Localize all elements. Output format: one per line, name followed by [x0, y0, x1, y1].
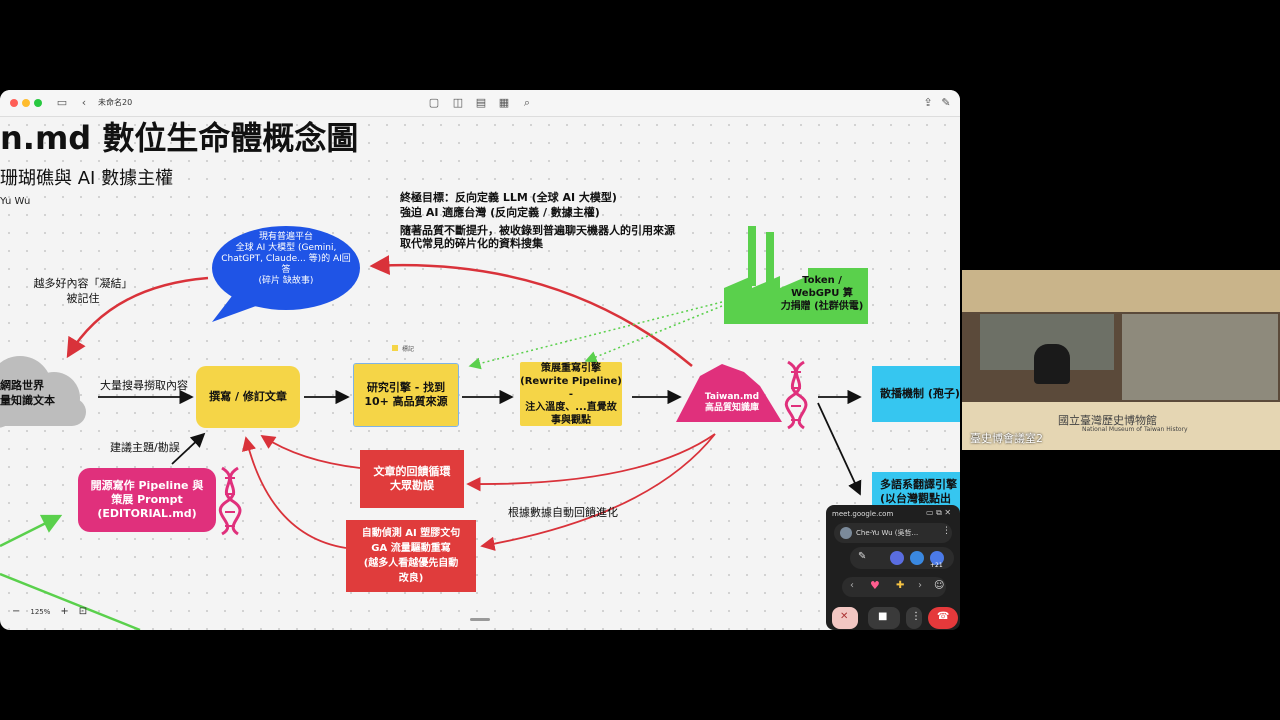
taiwan-mountain-shape — [676, 364, 782, 422]
museum-name-zh: 國立臺灣歷史博物館 — [1058, 414, 1157, 427]
camera-icon: ■ — [878, 611, 888, 622]
compute-to-research-line — [468, 301, 723, 370]
more-vert-icon[interactable]: ⋮ — [942, 526, 951, 536]
mic-muted-button[interactable]: ✕ — [832, 607, 858, 629]
taiwan-to-feedback-arrow — [466, 433, 716, 492]
chevron-right-icon[interactable]: › — [918, 580, 922, 591]
platform-bubble-text: 現有普遍平台全球 AI 大模型 (Gemini,ChatGPT, Claude.… — [221, 232, 351, 286]
sidebar-toggle-icon[interactable]: ▭ — [56, 96, 68, 109]
back-chevron-icon[interactable]: ‹ — [81, 96, 87, 109]
platform-to-web-arrow — [66, 276, 209, 359]
chevron-left-icon[interactable]: ‹ — [850, 580, 854, 591]
zoom-level: 125% — [30, 607, 51, 616]
green-arrow-in — [0, 514, 63, 548]
camera-button[interactable]: ■ — [868, 607, 900, 629]
taiwan-to-ga-arrow — [480, 433, 716, 551]
effect-avatar-2 — [910, 551, 924, 565]
feedback-to-write-arrow — [260, 435, 361, 469]
sticky-toolbar-label: 標記 — [392, 344, 414, 353]
canvas-scroll-handle[interactable] — [470, 618, 490, 621]
participant-name: Che-Yu Wu (吳哲... — [856, 529, 919, 537]
ga-to-write-arrow — [242, 436, 347, 549]
platform-bubble-shape — [212, 226, 360, 310]
participant-row[interactable]: Che-Yu Wu (吳哲... ⋮ — [834, 523, 952, 543]
web-world-label: 網路世界量知識文本 — [0, 379, 55, 407]
feedback-loop-node[interactable]: 文章的回饋循環大眾勘誤 — [360, 450, 464, 508]
edit-icon[interactable]: ✎ — [941, 96, 951, 109]
meet-pip-window: meet.google.com ▭ ⧉ ✕ Che-Yu Wu (吳哲... ⋮… — [826, 505, 960, 630]
shape-icon[interactable]: ◫ — [452, 96, 464, 109]
speaker-figure — [1034, 344, 1070, 384]
more-options-button[interactable]: ⋮ — [906, 607, 922, 629]
more-vert-icon: ⋮ — [911, 611, 921, 622]
connector-layer — [0, 226, 868, 630]
avatar — [840, 527, 852, 539]
heart-reaction-icon[interactable]: ♥ — [870, 579, 880, 592]
compute-to-rewrite-line — [584, 305, 723, 363]
condense-label: 越多好內容「凝結」被記住 — [33, 277, 133, 305]
effect-avatar-1 — [890, 551, 904, 565]
search-label: 大量搜尋撈取內容 — [100, 379, 188, 392]
quality-text: 隨著品質不斷提升，被收錄到普遍聊天機器人的引用來源取代常見的碎片化的資料搜集 — [400, 224, 675, 250]
compute-donation-label: Token /WebGPU 算力捐贈 (社群供電) — [780, 275, 864, 312]
room-label: 臺史博會議室2 — [970, 432, 1043, 445]
minimize-window-button[interactable] — [22, 99, 30, 107]
hang-up-icon: ☎ — [937, 611, 950, 622]
extra-count: +21 — [930, 562, 943, 569]
web-cloud-shape — [0, 356, 86, 428]
effects-row: ✎ +21 — [850, 547, 954, 569]
suggest-label: 建議主題/勘誤 — [110, 441, 180, 454]
share-icon[interactable]: ⇪ — [923, 96, 933, 109]
museum-name-en: National Museum of Taiwan History — [1082, 426, 1188, 433]
emoji-add-icon[interactable]: ☺ — [934, 580, 945, 591]
spread-mechanism-node[interactable]: 散播機制 (孢子) — [872, 366, 960, 422]
effect-avatar-3 — [930, 551, 944, 565]
reactions-bar: ‹ ♥ ✚ › ☺ — [842, 577, 946, 597]
whiteboard-canvas[interactable]: n.md 數位生命體概念圖 珊瑚礁與 AI 數據主權 Yu Wu 終極目標：反向… — [0, 116, 960, 630]
zoom-in-button[interactable]: + — [60, 606, 69, 617]
attachment-icon[interactable]: ⌕ — [523, 96, 531, 109]
rewrite-pipeline-node[interactable]: 策展重寫引擎(Rewrite Pipeline) -注入溫度、...直覺故事與觀… — [520, 362, 622, 426]
goal-text: 終極目標：反向定義 LLM (全球 AI 大模型)強迫 AI 適應台灣 (反向定… — [400, 191, 617, 219]
dna-icon — [218, 466, 242, 536]
shared-app-window: ▭ ‹ 未命名20 ▢ ◫ ▤ ▦ ⌕ ⇪ ✎ — [0, 90, 960, 630]
taiwan-to-translate-arrow — [817, 402, 862, 496]
zoom-window-button[interactable] — [34, 99, 42, 107]
window-titlebar: ▭ ‹ 未命名20 ▢ ◫ ▤ ▦ ⌕ ⇪ ✎ — [0, 90, 960, 117]
write-article-node[interactable]: 撰寫 / 修訂文章 — [196, 366, 300, 428]
slide-author: Yu Wu — [0, 196, 31, 207]
room-camera-video: 國立臺灣歷史博物館 National Museum of Taiwan Hist… — [962, 270, 1280, 450]
open-source-pipeline-node[interactable]: 開源寫作 Pipeline 與策展 Prompt(EDITORIAL.md) — [78, 468, 216, 532]
pen-icon[interactable]: ✎ — [858, 551, 867, 562]
document-title: 未命名20 — [98, 98, 133, 107]
table-icon[interactable]: ▦ — [498, 96, 510, 109]
dna-icon — [784, 360, 808, 430]
slide-subtitle: 珊瑚礁與 AI 數據主權 — [0, 168, 174, 189]
slide-title: n.md 數位生命體概念圖 — [0, 119, 359, 157]
mic-off-icon: ✕ — [840, 611, 849, 622]
meet-url: meet.google.com — [832, 510, 894, 518]
zoom-controls: − 125% + ⊡ — [12, 606, 87, 617]
factory-icon — [724, 226, 868, 324]
close-window-button[interactable] — [10, 99, 18, 107]
suggest-arrow — [171, 432, 206, 465]
museum-banner — [962, 402, 1280, 450]
zoom-out-button[interactable]: − — [12, 606, 21, 617]
auditorium-view — [1122, 314, 1278, 400]
evolve-label: 根據數據自動回饋進化 — [508, 506, 618, 519]
textbox-icon[interactable]: ▢ — [428, 96, 440, 109]
leave-call-button[interactable]: ☎ — [928, 607, 958, 629]
taiwan-to-platform-arrow — [369, 255, 693, 367]
pip-controls-icon[interactable]: ▭ ⧉ ✕ — [926, 508, 952, 517]
green-line-bottom — [0, 572, 141, 630]
card-icon[interactable]: ▤ — [475, 96, 487, 109]
fit-icon[interactable]: ⊡ — [78, 606, 88, 617]
thumbs-up-icon[interactable]: ✚ — [896, 580, 905, 591]
